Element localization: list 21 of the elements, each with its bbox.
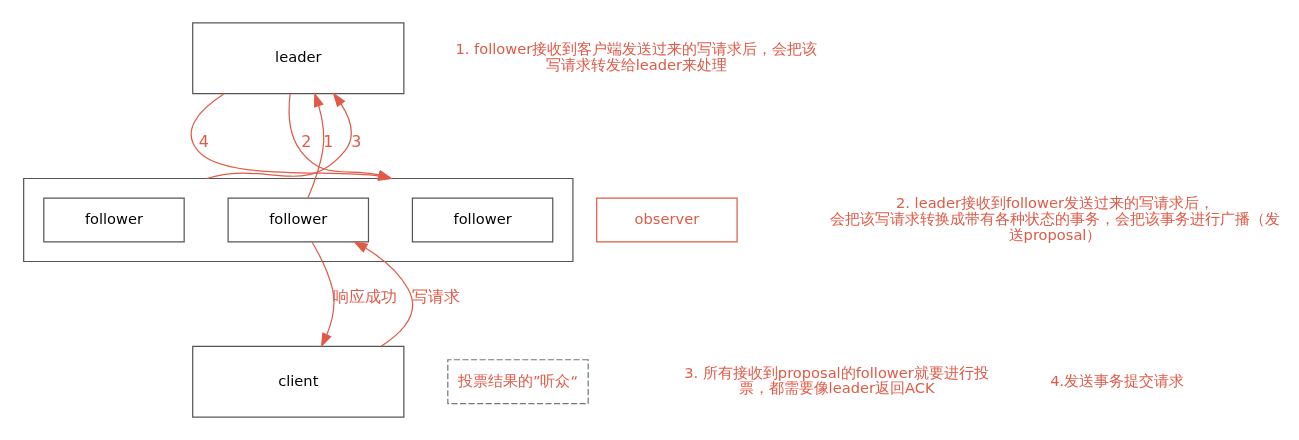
node-box: client (192, 345, 405, 418)
cluster (23, 177, 574, 263)
label: 2. leader接收到follower发送过来的写请求后，会把该写请求转换成带有各种状态的事务，会把该事务进行广播（发送proposal） (830, 193, 1281, 243)
label: 3. 所有接收到proposal的follower就要进行投票，都需要像leader返回ACK (684, 363, 989, 397)
edge-label: 4 (198, 131, 209, 151)
arrow (206, 92, 352, 180)
label: 1. follower接收到客户端发送过来的写请求后，会把该写请求转发给leader来处理 (455, 40, 818, 73)
edge-label: 写请求 (411, 286, 460, 306)
node-box: leader (192, 22, 405, 95)
node-box: follower (227, 197, 370, 243)
arrow (353, 241, 414, 347)
edge-label: 1 (323, 131, 334, 151)
label: 4.发送事务提交请求 (1050, 371, 1185, 389)
edge-label: 3 (351, 131, 362, 151)
node-box: follower (411, 197, 554, 243)
arrow (311, 241, 335, 348)
arrow (307, 92, 325, 199)
edge-label: 2 (301, 131, 312, 151)
node-box: 投票结果的”听众“ (447, 359, 589, 405)
node-box: observer (596, 197, 738, 243)
node-box: follower (43, 197, 185, 243)
